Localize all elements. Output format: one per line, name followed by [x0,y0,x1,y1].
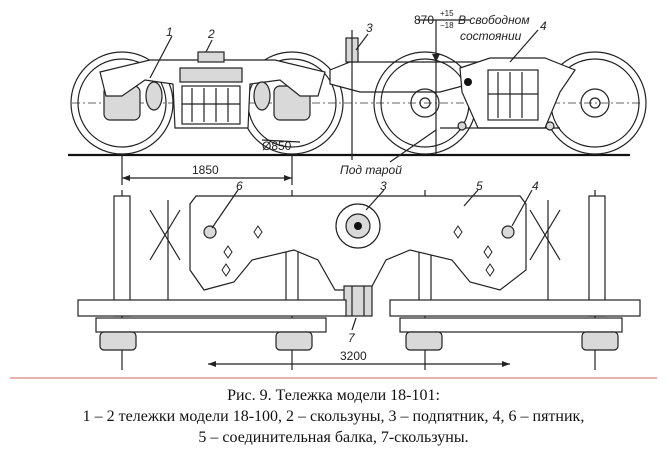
callout-3-top: 3 [366,21,373,35]
bogie-drawing: 1 2 3 4 870 +15 −18 В свободном состояни… [10,9,657,379]
free-state-line1: В свободном [458,13,530,27]
under-tare-label: Под тарой [340,163,402,177]
spring-set-left [181,85,241,125]
frame-window-right [253,81,271,111]
height-value: 870 [414,13,434,27]
left-frame-lower [95,317,327,333]
wheel-diameter-label: Ø850 [262,139,292,153]
caption-title: Рис. 9. Тележка модели 18-101: [227,387,440,404]
axle-bar-4 [588,195,606,317]
center-bowl-dot [464,78,472,86]
height-tol-minus: −18 [440,21,454,30]
right-frame-lower [399,317,623,333]
frame-window-left [145,81,163,111]
height-tol-plus: +15 [440,9,454,18]
center-pin-right [501,225,515,239]
callout-5: 5 [476,179,483,193]
callout-3-bottom: 3 [380,179,387,193]
side-bearer-plan [343,285,373,317]
axle-bar-1 [113,195,131,317]
center-pin-left [203,225,217,239]
side-elevation: 1 2 3 4 870 +15 −18 В свободном состояни… [68,9,647,185]
bogie-base-label: 3200 [340,349,367,363]
left-frame-plan [77,299,347,317]
bolster-left [179,67,243,83]
callout-4-top: 4 [540,19,547,33]
wheelbase-label: 1850 [192,163,219,177]
side-bearer-left [197,51,225,63]
callout-1: 1 [166,25,173,39]
callout-7: 7 [348,331,356,345]
free-state-line2: состоянии [460,29,522,43]
right-frame-plan [389,299,641,317]
plan-view: 6 3 5 4 7 3200 [77,179,641,370]
callout-6: 6 [236,179,243,193]
callout-2: 2 [207,27,215,41]
figure-caption: Рис. 9. Тележка модели 18-101: 1 – 2 тел… [0,385,667,448]
spring-set-right [487,69,539,121]
caption-legend-line2: 5 – соединительная балка, 7-скользуны. [198,429,469,446]
right-wheelset [373,51,647,155]
caption-legend-line1: 1 – 2 тележки модели 18-100, 2 – скользу… [82,408,585,425]
callout-4-bottom: 4 [532,179,539,193]
